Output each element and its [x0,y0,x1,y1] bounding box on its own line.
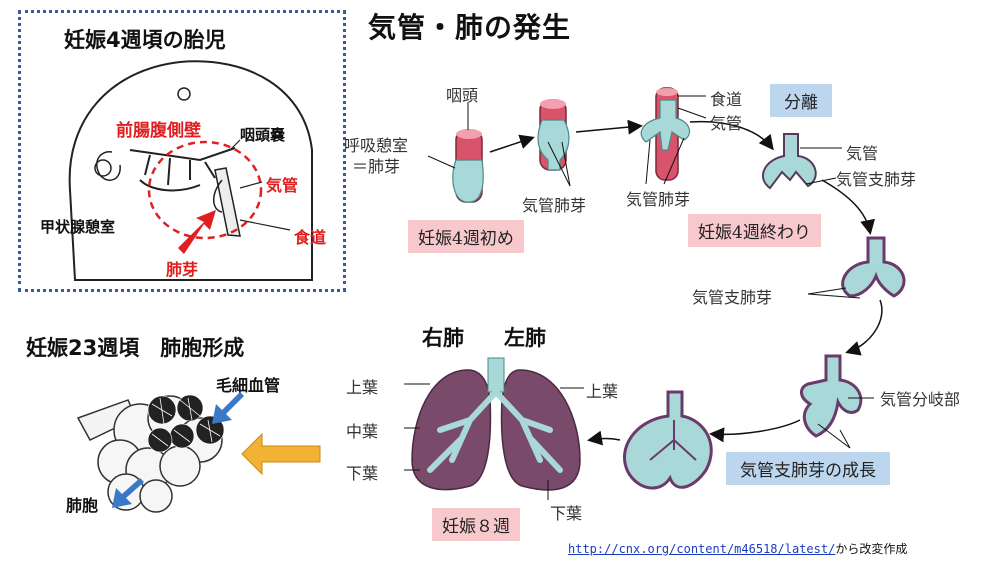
stage7-growth [622,390,713,490]
thyroid-label: 甲状腺憩室 [40,218,116,236]
lower-lobe-right-lung-label: 下葉 [346,464,379,483]
inset-esophagus-label: 食道 [294,228,327,247]
foregut-wall-label: 前腸腹側壁 [116,121,201,141]
esophagus-label: 食道 [710,90,743,109]
trachea-top-label: 気管 [710,114,743,133]
week4-end-badge: 妊娠4週終わり [688,214,821,247]
inset-title: 妊娠4週頃の胎児 [64,28,226,52]
resp-diverticulum-label: 呼吸憩室 ＝肺芽 [344,136,409,176]
trachea-right-label: 気管 [846,144,879,163]
main-title: 気管・肺の発生 [368,11,572,44]
source-credit: http://cnx.org/content/m46518/latest/から改… [568,538,907,557]
stage1-tube [452,129,484,203]
pharynx-label: 咽頭 [446,86,479,105]
upper-lobe-right-lung-label: 上葉 [346,378,379,397]
inset-trachea-label: 気管 [266,176,299,195]
week4-begin-badge: 妊娠4週初め [408,220,524,253]
stage6-bifurcation [800,354,863,438]
lungs-8weeks [411,357,581,491]
embryo-inset [18,10,346,292]
capillary-label: 毛細血管 [216,376,281,395]
tracheal-lung-bud-label-2: 気管肺芽 [626,190,691,209]
alveoli-title: 妊娠23週頃 肺胞形成 [26,336,245,360]
inset-lung-bud-label: 肺芽 [166,260,199,279]
stage2-tube [537,99,570,171]
week8-badge: 妊娠８週 [432,508,520,541]
right-lung-label: 右肺 [422,326,464,350]
stage3-tube [640,87,691,181]
bronchial-bud-label: 気管支肺芽 [836,170,917,189]
bifurcation-label: 気管分岐部 [880,390,961,409]
stage4-trachea [762,133,817,190]
pharyngeal-pouch-label: 咽頭嚢 [240,126,286,144]
left-lung-label: 左肺 [504,326,546,350]
bronchial-bud-label-2: 気管支肺芽 [692,288,773,307]
tracheal-lung-bud-label-1: 気管肺芽 [522,196,587,215]
bronchial-growth-badge: 気管支肺芽の成長 [726,452,890,485]
stage5-buds [841,236,906,298]
lower-lobe-left-lung-label: 下葉 [550,504,583,523]
separation-badge: 分離 [770,84,832,117]
alveolus-label: 肺胞 [66,496,99,515]
upper-lobe-left-lung-label: 上葉 [586,382,619,401]
middle-lobe-label: 中葉 [346,422,379,441]
source-suffix: から改変作成 [835,542,908,556]
source-link[interactable]: http://cnx.org/content/m46518/latest/ [568,542,836,556]
